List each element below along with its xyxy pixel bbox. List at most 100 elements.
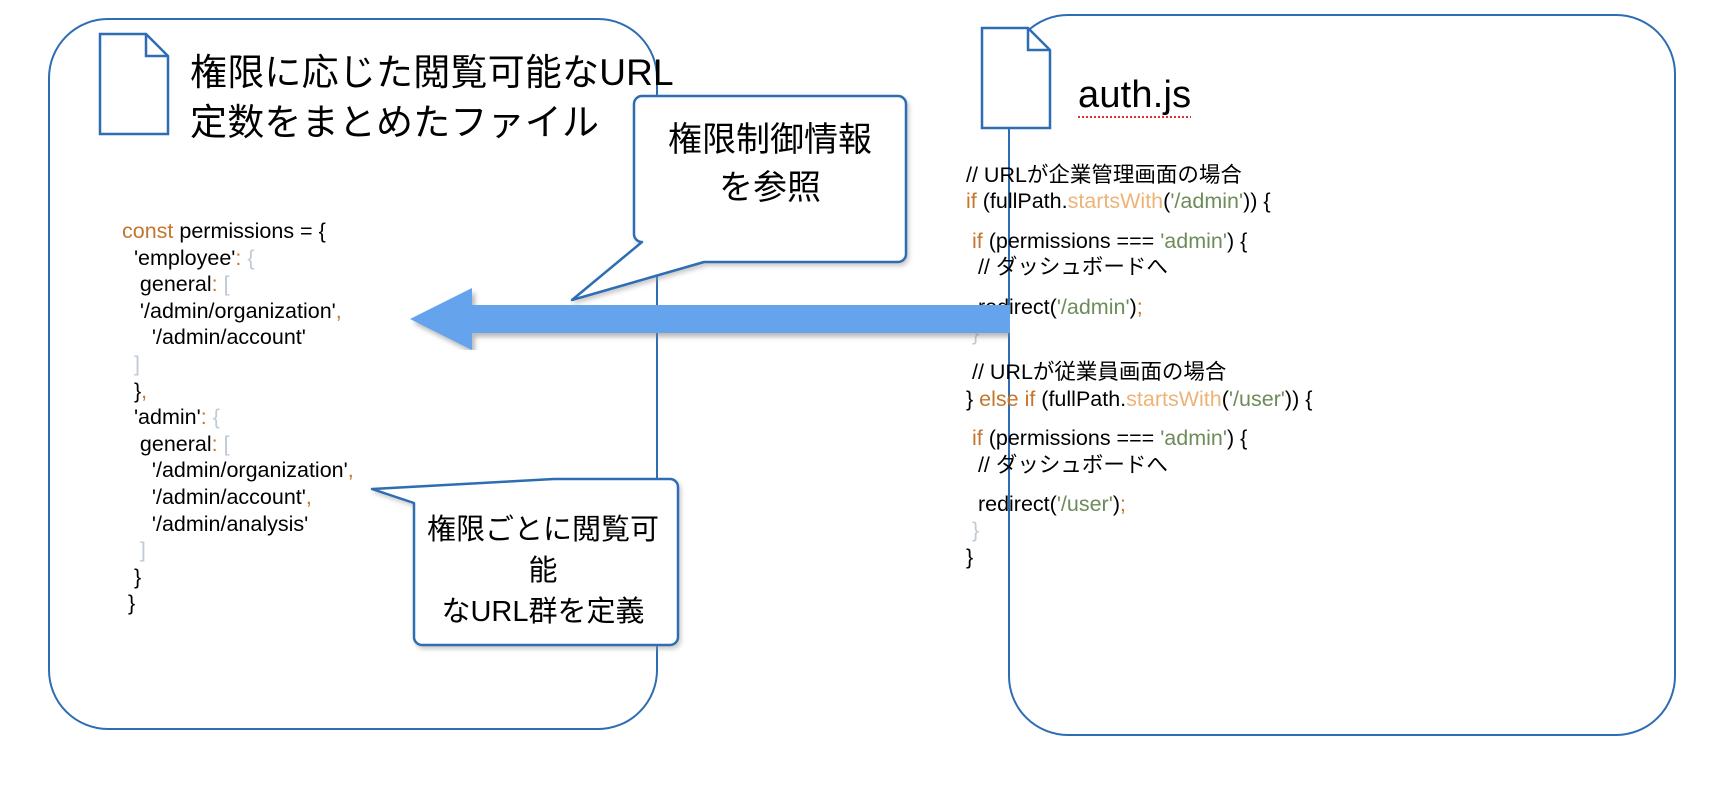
- callout-top-text: 権限制御情報 を参照: [668, 121, 872, 208]
- code-token: }: [122, 591, 136, 616]
- code-token: }: [966, 321, 980, 346]
- code-token: // ダッシュボードへ: [966, 255, 1168, 280]
- code-token: const: [122, 219, 174, 243]
- code-line: [966, 478, 1312, 491]
- callout-permission-reference: 権限制御情報 を参照: [570, 94, 910, 312]
- code-line: [966, 346, 1312, 359]
- code-token: }: [122, 564, 142, 589]
- code-token: (fullPath.: [976, 189, 1068, 214]
- code-token: :: [211, 272, 218, 297]
- code-line: '/admin/organization',: [122, 298, 354, 325]
- code-token: '/admin/account': [122, 484, 306, 509]
- code-token: general: [122, 431, 212, 456]
- code-token: if: [971, 426, 983, 451]
- code-token: '/admin/organization': [122, 298, 336, 323]
- code-line: '/admin/organization',: [122, 457, 354, 484]
- left-panel-container: [48, 18, 658, 730]
- code-token: ;: [1136, 294, 1143, 319]
- code-line: if (permissions === 'admin') {: [966, 425, 1312, 451]
- code-token: }: [966, 544, 974, 569]
- code-token: ]: [122, 351, 140, 376]
- code-token: :: [235, 245, 242, 270]
- code-token: // URLが従業員画面の場合: [966, 360, 1227, 385]
- code-token: :: [200, 405, 207, 430]
- callout-url-definition: 権限ごとに閲覧可能 なURL群を定義: [370, 477, 682, 649]
- code-line: const permissions = {: [122, 218, 354, 245]
- code-line: [966, 412, 1312, 425]
- callout-bottom-text: 権限ごとに閲覧可能 なURL群を定義: [426, 514, 659, 629]
- code-line: general: [: [122, 271, 354, 298]
- code-token: ]: [122, 538, 146, 563]
- code-token: 'admin': [1160, 228, 1227, 253]
- document-icon: [980, 26, 1052, 130]
- code-token: (: [1163, 189, 1171, 214]
- code-line: ]: [122, 351, 354, 378]
- code-token: ,: [347, 458, 354, 483]
- code-token: '/admin/organization': [122, 458, 348, 483]
- flow-arrow-left: [410, 288, 1010, 350]
- code-line: // ダッシュボードへ: [966, 254, 1312, 280]
- code-token: startsWith: [1067, 189, 1164, 214]
- code-token: else if: [979, 386, 1036, 411]
- code-token: general: [122, 272, 212, 297]
- code-line: // ダッシュボードへ: [966, 452, 1312, 478]
- code-token: if: [971, 228, 983, 253]
- code-token: ) {: [1226, 426, 1248, 451]
- code-token: '/admin': [1056, 294, 1130, 319]
- code-line: // URLが従業員画面の場合: [966, 359, 1312, 385]
- code-token: 'admin': [122, 405, 201, 430]
- code-token: if: [966, 189, 977, 214]
- code-token: }: [966, 518, 980, 543]
- code-token: [: [223, 272, 230, 297]
- code-token: '/user': [1228, 386, 1285, 411]
- code-token: {: [212, 405, 220, 430]
- code-token: ;: [1120, 492, 1126, 517]
- code-token: )) {: [1243, 189, 1271, 214]
- right-panel-container: [1008, 14, 1676, 736]
- code-line: '/admin/account',: [122, 484, 354, 511]
- code-token: '/admin/account': [122, 325, 306, 350]
- code-token: :: [211, 431, 218, 456]
- document-icon: [98, 32, 170, 136]
- code-token: ): [1112, 492, 1120, 517]
- code-line: // URLが企業管理画面の場合: [966, 162, 1312, 188]
- code-token: )) {: [1284, 386, 1313, 411]
- code-token: ,: [305, 484, 312, 509]
- code-line: if (permissions === 'admin') {: [966, 228, 1312, 254]
- code-token: }: [966, 386, 980, 411]
- code-token: startsWith: [1126, 386, 1222, 411]
- code-token: {: [247, 245, 255, 270]
- code-line: }: [122, 564, 354, 591]
- code-token: ) {: [1226, 228, 1248, 253]
- code-token: ): [1129, 294, 1137, 319]
- code-token: redirect(: [966, 492, 1057, 517]
- code-token: ,: [335, 298, 342, 323]
- code-token: (fullPath.: [1035, 386, 1127, 411]
- code-line: redirect('/admin');: [966, 294, 1312, 320]
- code-token: }: [122, 378, 142, 403]
- code-line: }: [122, 590, 354, 617]
- code-line: 'employee': {: [122, 245, 354, 272]
- code-token: '/user': [1056, 492, 1113, 517]
- permissions-code-block: const permissions = { 'employee': { gene…: [122, 218, 354, 617]
- right-panel-heading: auth.js: [1078, 74, 1192, 119]
- code-token: '/admin': [1170, 189, 1244, 214]
- code-line: redirect('/user');: [966, 491, 1312, 517]
- code-token: // URLが企業管理画面の場合: [966, 163, 1242, 187]
- code-line: }: [966, 517, 1312, 543]
- code-line: general: [: [122, 431, 354, 458]
- code-token: (: [1221, 386, 1229, 411]
- code-line: [966, 281, 1312, 294]
- code-line: }: [966, 544, 1312, 570]
- code-line: },: [122, 378, 354, 405]
- filename-label: auth.js: [1078, 74, 1192, 119]
- code-token: ,: [141, 378, 148, 403]
- code-token: 'admin': [1160, 426, 1227, 451]
- code-token: 'employee': [122, 245, 236, 270]
- code-token: permissions = {: [173, 219, 326, 243]
- code-token: (permissions ===: [982, 426, 1161, 451]
- code-line: 'admin': {: [122, 404, 354, 431]
- code-line: '/admin/analysis': [122, 511, 354, 538]
